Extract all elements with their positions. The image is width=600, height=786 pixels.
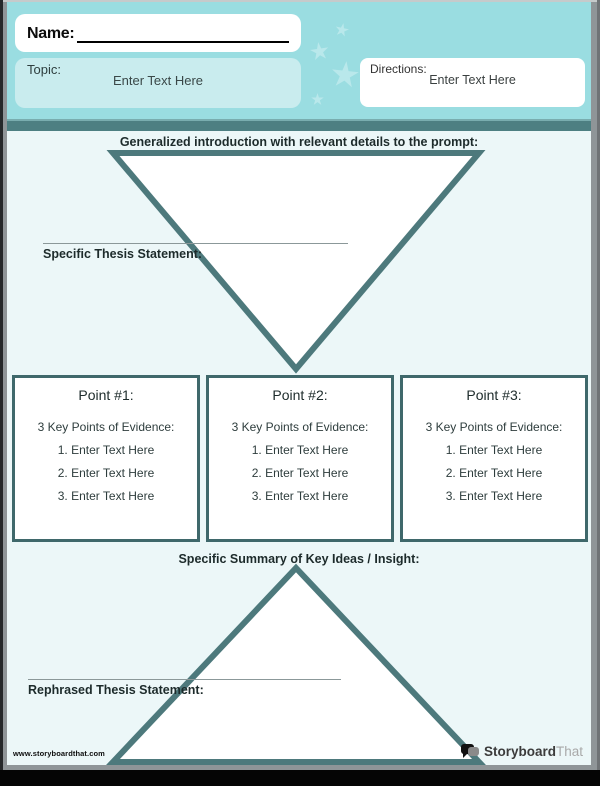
topic-box: Topic: Enter Text Here <box>15 58 301 108</box>
directions-input[interactable]: Enter Text Here <box>429 73 516 87</box>
evidence-item[interactable]: 3. Enter Text Here <box>445 489 543 503</box>
logo-text-storyboard: Storyboard <box>483 743 556 759</box>
star-icon <box>311 93 324 105</box>
evidence-item[interactable]: 1. Enter Text Here <box>57 443 155 457</box>
frame-top-edge <box>0 0 600 2</box>
point-title: Point #3: <box>466 387 522 403</box>
evidence-item[interactable]: 2. Enter Text Here <box>445 466 543 480</box>
upright-triangle[interactable] <box>105 560 487 768</box>
thesis-label: Specific Thesis Statement: <box>43 247 203 261</box>
website-url: www.storyboardthat.com <box>13 749 105 758</box>
directions-box: Directions: Enter Text Here <box>360 58 585 107</box>
speech-bubbles-icon <box>460 744 479 758</box>
rephrased-write-line[interactable] <box>28 679 341 680</box>
star-icon <box>334 22 351 39</box>
bottom-black-bar <box>0 770 600 786</box>
name-write-line[interactable] <box>77 41 289 43</box>
evidence-item[interactable]: 3. Enter Text Here <box>57 489 155 503</box>
point-box-3[interactable]: Point #3: 3 Key Points of Evidence: 1. E… <box>400 375 588 542</box>
evidence-item[interactable]: 2. Enter Text Here <box>57 466 155 480</box>
directions-label: Directions: <box>370 62 427 76</box>
rephrased-label: Rephrased Thesis Statement: <box>28 683 204 697</box>
frame-right-edge <box>597 0 600 770</box>
point-title: Point #1: <box>78 387 134 403</box>
header-divider <box>7 119 591 131</box>
topic-input[interactable]: Enter Text Here <box>112 73 204 88</box>
star-icon <box>330 60 361 91</box>
name-label: Name: <box>27 25 75 42</box>
inverted-triangle[interactable] <box>105 148 487 374</box>
star-icon <box>309 41 330 62</box>
storyboardthat-logo: StoryboardThat <box>460 741 583 761</box>
topic-label: Topic: <box>27 62 61 77</box>
evidence-label: 3 Key Points of Evidence: <box>37 420 175 434</box>
evidence-label: 3 Key Points of Evidence: <box>231 420 369 434</box>
point-box-1[interactable]: Point #1: 3 Key Points of Evidence: 1. E… <box>12 375 200 542</box>
worksheet-header: Name: Topic: Enter Text Here Directions:… <box>7 2 591 119</box>
evidence-item[interactable]: 2. Enter Text Here <box>251 466 349 480</box>
point-title: Point #2: <box>272 387 328 403</box>
evidence-item[interactable]: 1. Enter Text Here <box>251 443 349 457</box>
point-box-2[interactable]: Point #2: 3 Key Points of Evidence: 1. E… <box>206 375 394 542</box>
frame-left-edge <box>0 0 3 770</box>
logo-text-that: That <box>555 743 583 759</box>
document: Name: Topic: Enter Text Here Directions:… <box>7 2 591 765</box>
name-box: Name: <box>15 14 301 52</box>
evidence-item[interactable]: 1. Enter Text Here <box>445 443 543 457</box>
evidence-label: 3 Key Points of Evidence: <box>425 420 563 434</box>
summary-label: Specific Summary of Key Ideas / Insight: <box>178 552 420 566</box>
thesis-write-line[interactable] <box>43 243 348 244</box>
intro-label: Generalized introduction with relevant d… <box>119 135 479 149</box>
evidence-item[interactable]: 3. Enter Text Here <box>251 489 349 503</box>
